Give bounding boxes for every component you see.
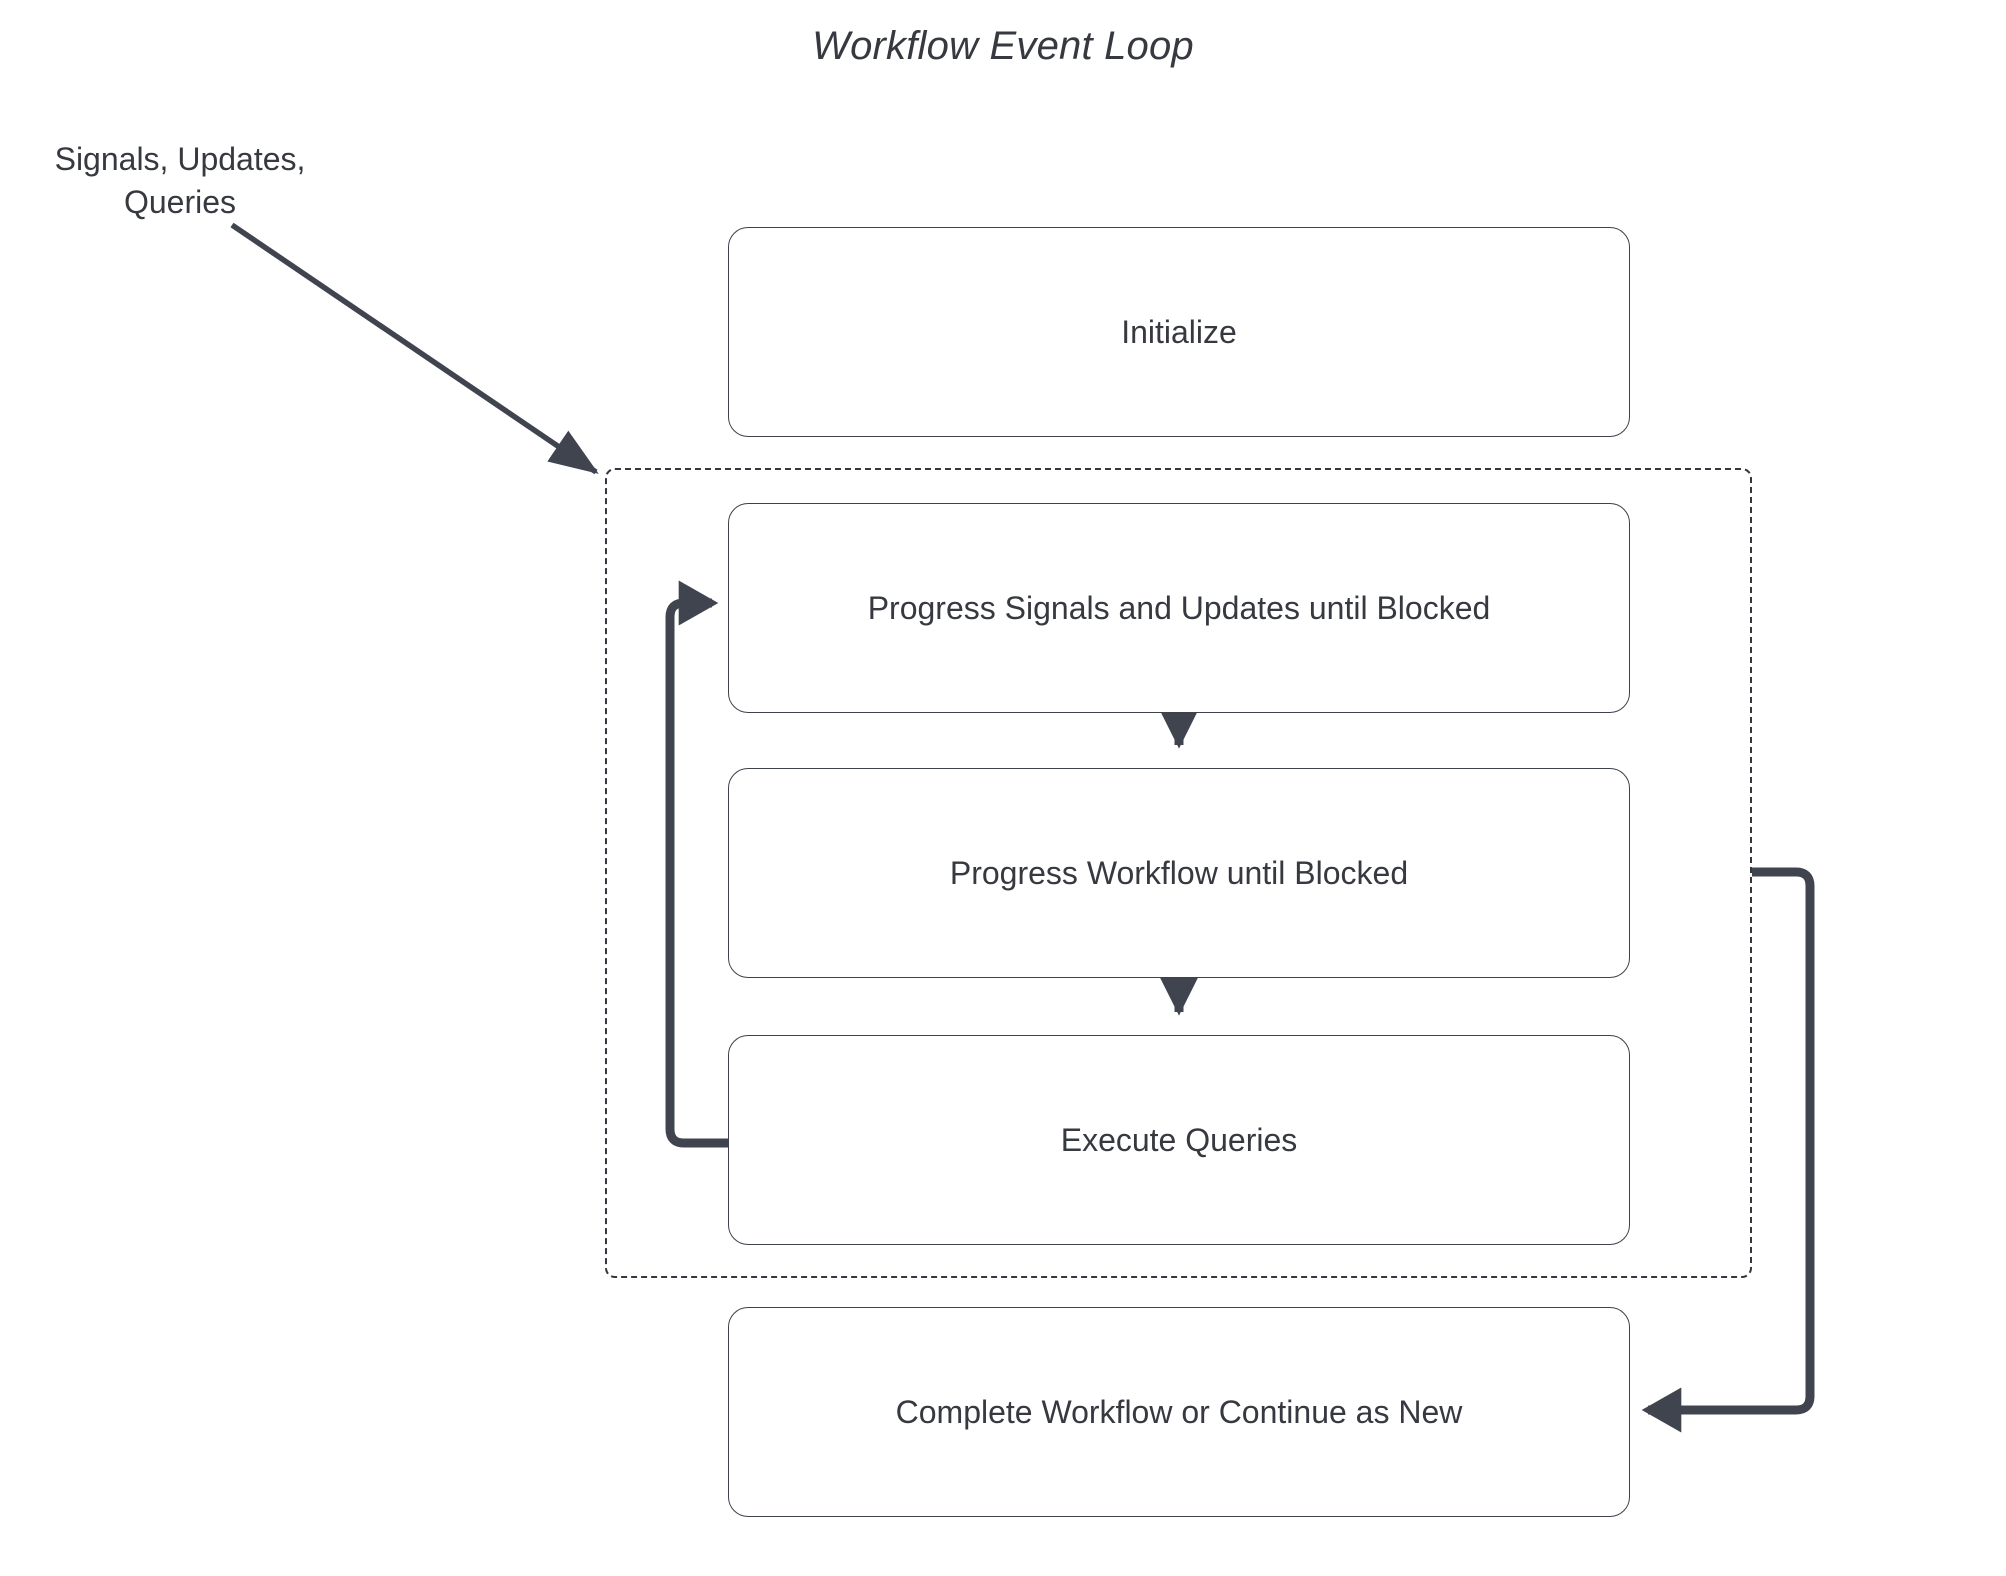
node-complete-workflow-label: Complete Workflow or Continue as New	[895, 1393, 1463, 1430]
node-progress-workflow[interactable]: Progress Workflow until Blocked	[728, 768, 1630, 978]
node-initialize[interactable]: Initialize	[728, 227, 1630, 437]
node-execute-queries[interactable]: Execute Queries	[728, 1035, 1630, 1245]
external-input-label: Signals, Updates, Queries	[20, 138, 340, 224]
node-execute-queries-label: Execute Queries	[1060, 1121, 1298, 1158]
external-input-label-line1: Signals, Updates,	[54, 141, 306, 177]
node-initialize-label: Initialize	[1121, 313, 1237, 350]
external-input-label-line2: Queries	[123, 184, 237, 220]
node-progress-signals-label: Progress Signals and Updates until Block…	[867, 589, 1491, 626]
edge-input-signals	[230, 222, 599, 475]
node-progress-signals[interactable]: Progress Signals and Updates until Block…	[728, 503, 1630, 713]
node-progress-workflow-label: Progress Workflow until Blocked	[949, 854, 1409, 891]
node-complete-workflow[interactable]: Complete Workflow or Continue as New	[728, 1307, 1630, 1517]
page-title: Workflow Event Loop	[812, 24, 1194, 68]
